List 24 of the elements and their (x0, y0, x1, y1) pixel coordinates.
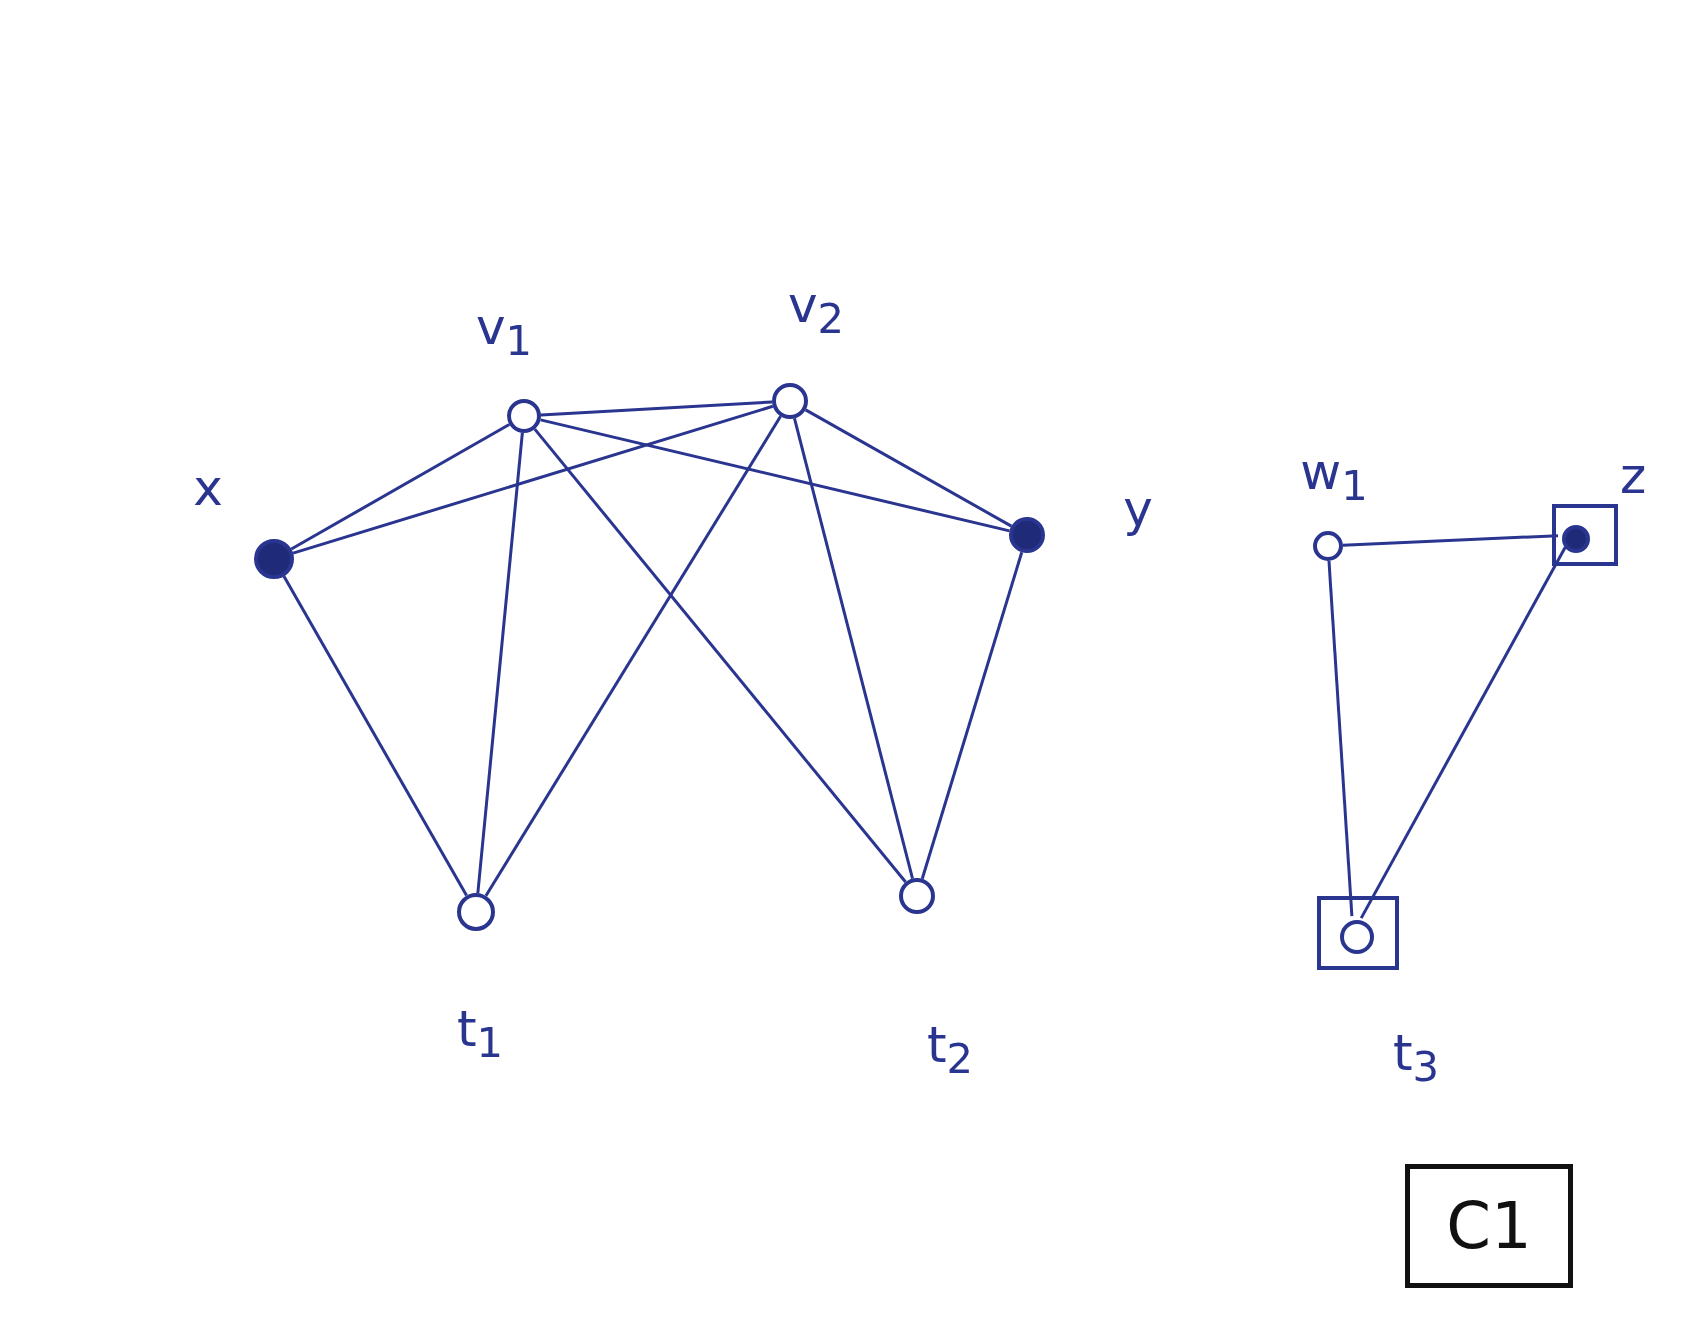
graph-edge (292, 404, 774, 555)
graph-edge (920, 551, 1024, 880)
vertex-label: t$_{1}$ (456, 1004, 504, 1064)
vertex-label: t$_{2}$ (926, 1020, 974, 1080)
graph-edge (1327, 560, 1354, 917)
graph-edge (540, 400, 773, 417)
vertex-label: t$_{3}$ (1392, 1028, 1440, 1088)
graph-edge (476, 432, 524, 894)
graph-edge (540, 418, 1010, 533)
graph-edge (1359, 546, 1567, 919)
vertex-label: z (1619, 451, 1647, 501)
vertex-label: x (193, 463, 223, 513)
graph-edge (1342, 534, 1559, 547)
vertex-label: w$_{1}$ (1300, 447, 1368, 507)
graph-edge (484, 415, 782, 897)
graph-edge (282, 575, 468, 897)
vertex-label: v$_{2}$ (787, 280, 845, 340)
vertex-label: v$_{1}$ (475, 302, 533, 362)
boxed-label: C1 (1405, 1164, 1573, 1288)
graph-edge (290, 423, 510, 551)
graph-edge (533, 428, 907, 884)
graph-edge (804, 408, 1013, 528)
graph-edge (793, 418, 914, 879)
vertex-label: y (1123, 484, 1153, 534)
